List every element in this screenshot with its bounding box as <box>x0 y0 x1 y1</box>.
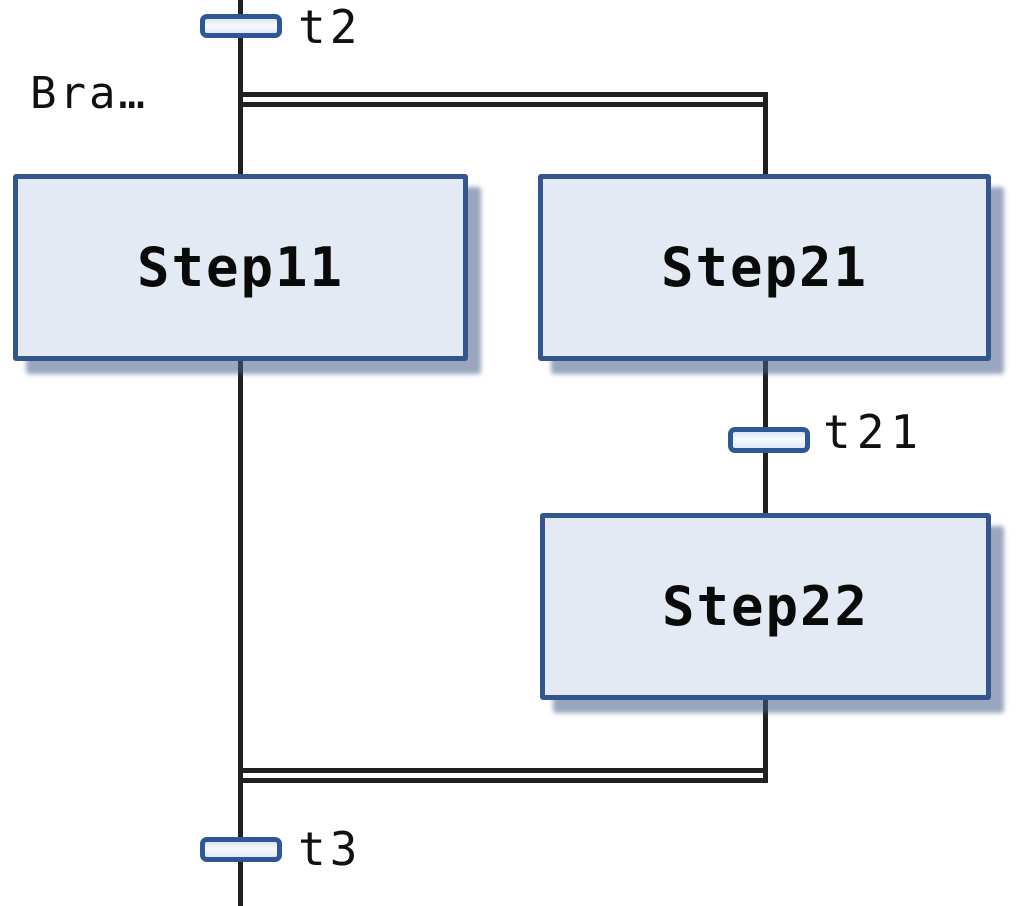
transition-label-t21: t21 <box>823 405 925 459</box>
flow-line-branch2-mid1 <box>763 360 768 430</box>
transition-bar-t21[interactable] <box>728 427 810 453</box>
step-node-step11[interactable]: Step11 <box>13 174 468 361</box>
transition-label-t3: t3 <box>298 822 362 876</box>
flow-line-main-top <box>238 0 243 176</box>
flow-line-branch1 <box>238 360 243 906</box>
branch-name-label: Bra… <box>30 68 148 119</box>
step-label-step22: Step22 <box>661 575 870 638</box>
step-node-step21[interactable]: Step21 <box>538 174 991 361</box>
flow-line-branch2-bottom <box>763 700 768 780</box>
transition-label-t2: t2 <box>298 0 362 54</box>
step-node-step22[interactable]: Step22 <box>540 513 991 700</box>
transition-bar-t2[interactable] <box>200 14 282 38</box>
flow-line-branch2-top <box>763 97 768 176</box>
parallel-convergence-bar <box>238 768 768 783</box>
step-label-step21: Step21 <box>660 236 869 299</box>
flow-line-branch2-mid2 <box>763 450 768 515</box>
step-label-step11: Step11 <box>136 236 345 299</box>
transition-bar-t3[interactable] <box>200 837 282 862</box>
parallel-divergence-bar <box>241 92 768 107</box>
